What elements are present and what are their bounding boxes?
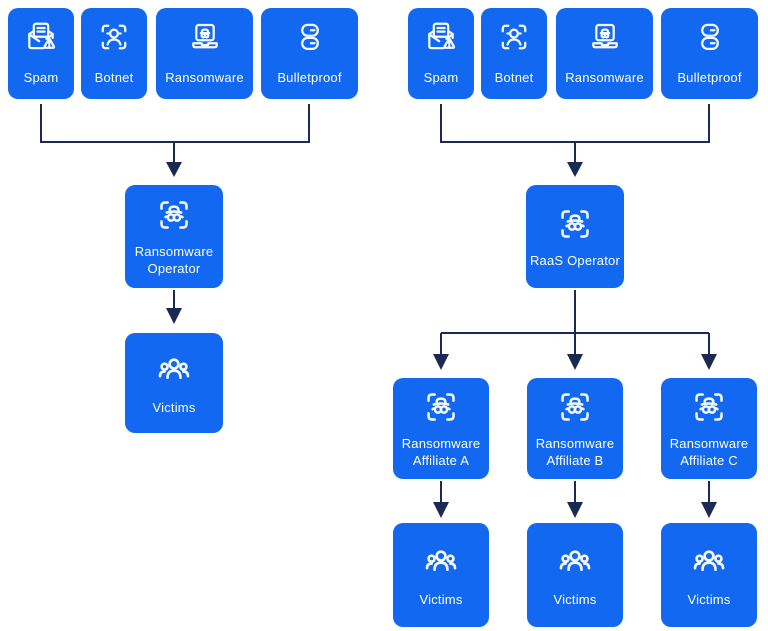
left-bracket-line	[40, 104, 310, 143]
node-label: Victims	[152, 400, 196, 416]
incognito-scan-icon	[555, 387, 595, 427]
right-source-ransomware: Ransomware	[556, 8, 653, 99]
node-label: Spam	[423, 70, 459, 86]
node-label: Victims	[419, 592, 463, 608]
right-source-botnet: Botnet	[481, 8, 547, 99]
left-operator-arrowhead	[166, 162, 182, 177]
botnet-scan-icon	[96, 19, 132, 55]
victims-c-arrowhead	[701, 502, 717, 518]
people-group-icon	[554, 541, 596, 583]
victims-a-arrowhead	[433, 502, 449, 518]
incognito-scan-icon	[689, 387, 729, 427]
people-group-icon	[688, 541, 730, 583]
affiliate-b-arrowhead	[567, 354, 583, 370]
incognito-scan-icon	[154, 195, 194, 235]
victims-b-box: Victims	[527, 523, 623, 627]
node-label: Victims	[553, 592, 597, 608]
node-label: Botnet	[94, 70, 134, 86]
affiliate-a-box: Ransomware Affiliate A	[393, 378, 489, 479]
victims-c-box: Victims	[661, 523, 757, 627]
left-source-spam: Spam	[8, 8, 74, 99]
people-group-icon	[153, 349, 195, 391]
left-source-bulletproof: Bulletproof	[261, 8, 358, 99]
raas-operator-box: RaaS Operator	[526, 185, 624, 288]
node-label: RaaS Operator	[529, 252, 621, 268]
node-label: Botnet	[494, 70, 534, 86]
botnet-scan-icon	[496, 19, 532, 55]
ransomware-laptop-icon	[587, 19, 623, 55]
node-label: Ransomware	[565, 70, 644, 86]
victims-b-arrowhead	[567, 502, 583, 518]
right-source-spam: Spam	[408, 8, 474, 99]
spam-envelope-icon	[23, 19, 59, 55]
affiliates-to-victims	[433, 481, 717, 518]
affiliate-b-box: Ransomware Affiliate B	[527, 378, 623, 479]
node-label: Bulletproof	[677, 70, 742, 86]
bulletproof-servers-icon	[292, 19, 328, 55]
left-victims-box: Victims	[125, 333, 223, 433]
affiliate-c-box: Ransomware Affiliate C	[661, 378, 757, 479]
left-victims-arrowhead	[166, 308, 182, 324]
left-source-botnet: Botnet	[81, 8, 147, 99]
right-bracket-line	[440, 104, 710, 143]
spam-envelope-icon	[423, 19, 459, 55]
people-group-icon	[420, 541, 462, 583]
node-label: Victims	[687, 592, 731, 608]
incognito-scan-icon	[555, 204, 595, 244]
right-sources-bracket	[440, 104, 710, 177]
ransomware-operator-box: Ransomware Operator	[125, 185, 223, 288]
victims-a-box: Victims	[393, 523, 489, 627]
bulletproof-servers-icon	[692, 19, 728, 55]
affiliate-a-arrowhead	[433, 354, 449, 370]
affiliate-c-arrowhead	[701, 354, 717, 370]
raas-operator-arrowhead	[567, 162, 583, 177]
node-label: Spam	[23, 70, 59, 86]
node-label: Ransomware Affiliate A	[401, 436, 481, 468]
raas-to-affiliates	[433, 290, 717, 370]
left-operator-to-victims	[166, 290, 182, 324]
left-sources-bracket	[40, 104, 310, 177]
node-label: Ransomware Affiliate C	[669, 436, 749, 468]
node-label: Ransomware Operator	[134, 244, 214, 276]
right-source-bulletproof: Bulletproof	[661, 8, 758, 99]
left-source-ransomware: Ransomware	[156, 8, 253, 99]
incognito-scan-icon	[421, 387, 461, 427]
node-label: Ransomware Affiliate B	[535, 436, 615, 468]
node-label: Bulletproof	[277, 70, 342, 86]
node-label: Ransomware	[165, 70, 244, 86]
ransomware-laptop-icon	[187, 19, 223, 55]
